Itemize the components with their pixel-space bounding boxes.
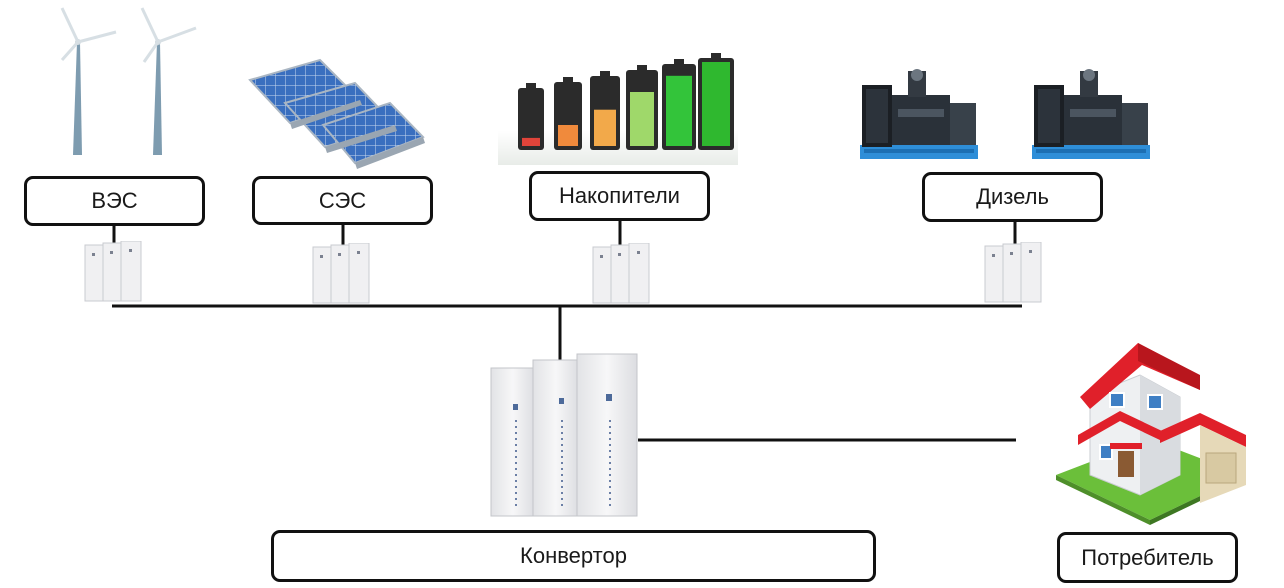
battery-cell bbox=[590, 71, 620, 150]
battery-cell bbox=[518, 83, 544, 150]
batteries-icon bbox=[498, 50, 738, 165]
diesel-inverter-icon bbox=[984, 242, 1042, 303]
converter-label: Конвертор bbox=[271, 530, 876, 582]
solar-panels-icon bbox=[248, 58, 425, 169]
storage-inverter-icon bbox=[592, 243, 650, 304]
battery-cell bbox=[662, 59, 696, 150]
diesel-generators-icon bbox=[860, 69, 1150, 159]
solar-inverter-icon bbox=[312, 243, 370, 304]
solar-power-label: СЭС bbox=[252, 176, 433, 225]
house-icon bbox=[1056, 343, 1246, 525]
diesel-label: Дизель bbox=[922, 172, 1103, 222]
battery-cell bbox=[554, 77, 582, 150]
battery-cell bbox=[698, 53, 734, 150]
battery-cell bbox=[626, 65, 658, 150]
converter-cabinet-icon bbox=[490, 353, 638, 517]
storage-label: Накопители bbox=[529, 171, 710, 221]
wind-turbines-icon bbox=[60, 7, 197, 155]
wind-inverter-icon bbox=[84, 241, 142, 302]
consumer-label: Потребитель bbox=[1057, 532, 1238, 583]
wind-power-label: ВЭС bbox=[24, 176, 205, 226]
